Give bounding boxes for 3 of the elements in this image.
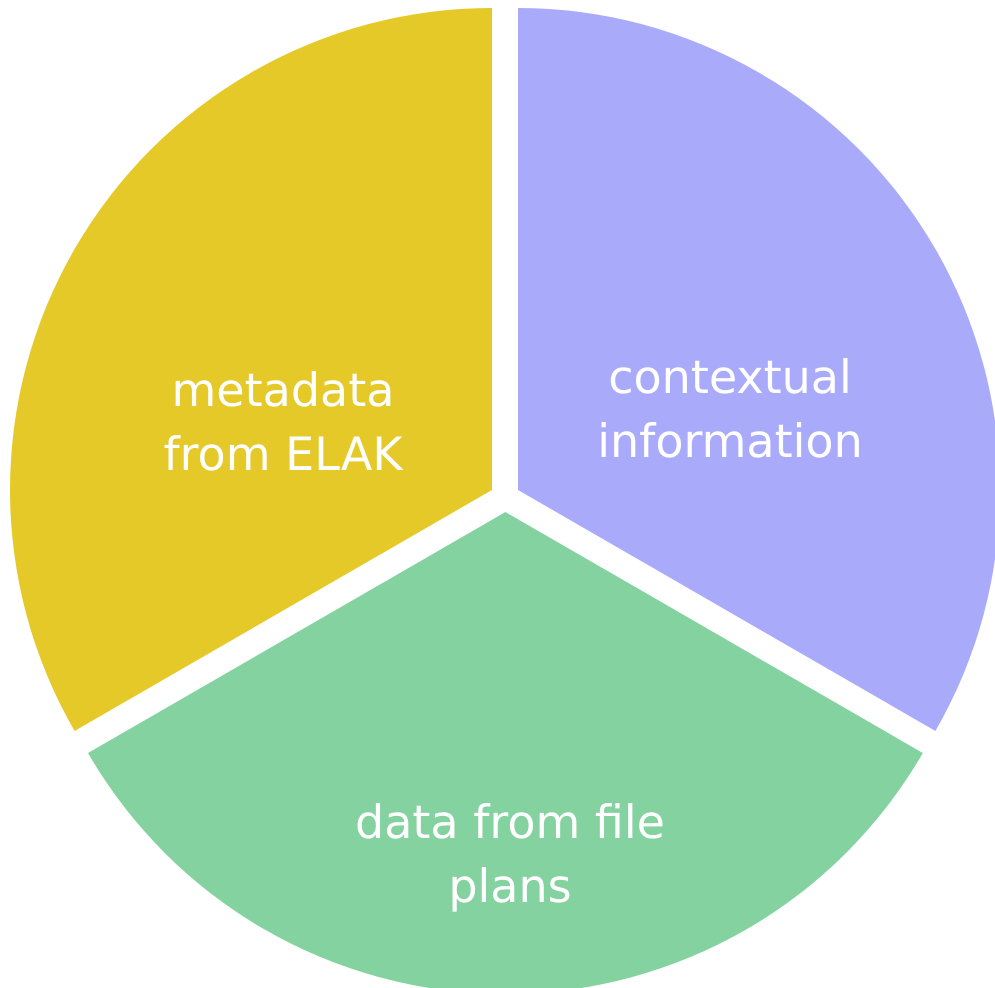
segment-label: data from file plans — [354, 794, 666, 915]
segment-label: metadata from ELAK — [162, 362, 404, 483]
segment-label: contextual information — [596, 349, 864, 470]
